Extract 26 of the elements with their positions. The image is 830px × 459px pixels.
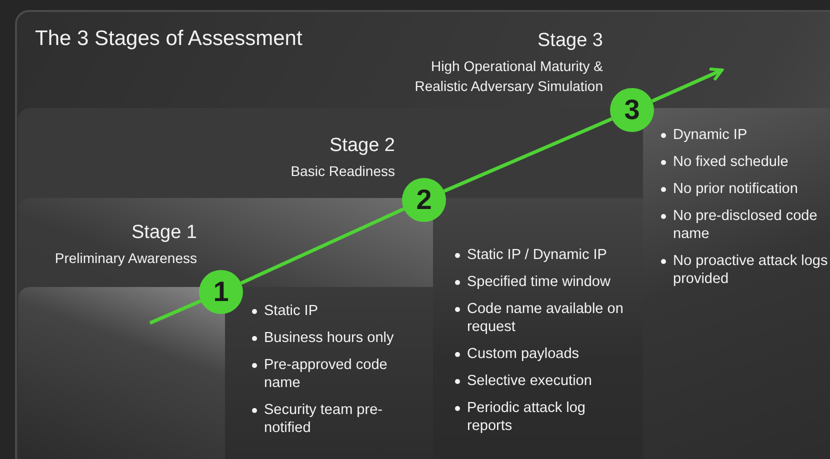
bullet-item: Selective execution — [453, 372, 633, 390]
bullet-item: Specified time window — [453, 273, 633, 291]
stage-title: Stage 2 — [328, 135, 395, 157]
bullet-item: No proactive attack logs provided — [659, 252, 830, 288]
bullet-item: Security team pre-notified — [250, 401, 420, 437]
bullet-item: No fixed schedule — [659, 153, 830, 171]
stage-subtitle: High Operational Maturity & Realistic Adversary Simulation — [414, 57, 603, 96]
connector-line — [240, 207, 405, 285]
connector-line — [443, 117, 613, 193]
bullet-item: Dynamic IP — [659, 126, 830, 144]
stage-title: Stage 1 — [130, 222, 197, 244]
stage-title: Stage 3 — [536, 30, 603, 52]
bullet-item: Pre-approved code name — [250, 356, 420, 392]
bullet-item: No prior notification — [659, 180, 830, 198]
bullet-item: No pre-disclosed code name — [659, 207, 830, 243]
connector-line — [149, 299, 202, 325]
stage-subtitle: Preliminary Awareness — [54, 249, 197, 268]
bullet-item: Periodic attack log reports — [453, 399, 633, 435]
diagram-title: The 3 Stages of Assessment — [35, 27, 302, 51]
bullet-item: Static IP — [250, 302, 420, 320]
bullet-item: Custom payloads — [453, 345, 633, 363]
stage-subtitle: Basic Readiness — [290, 162, 395, 181]
arrow — [651, 68, 724, 103]
bullet-item: Static IP / Dynamic IP — [453, 246, 633, 264]
bullet-item: Code name available on request — [453, 300, 633, 336]
bullet-item: Business hours only — [250, 329, 420, 347]
